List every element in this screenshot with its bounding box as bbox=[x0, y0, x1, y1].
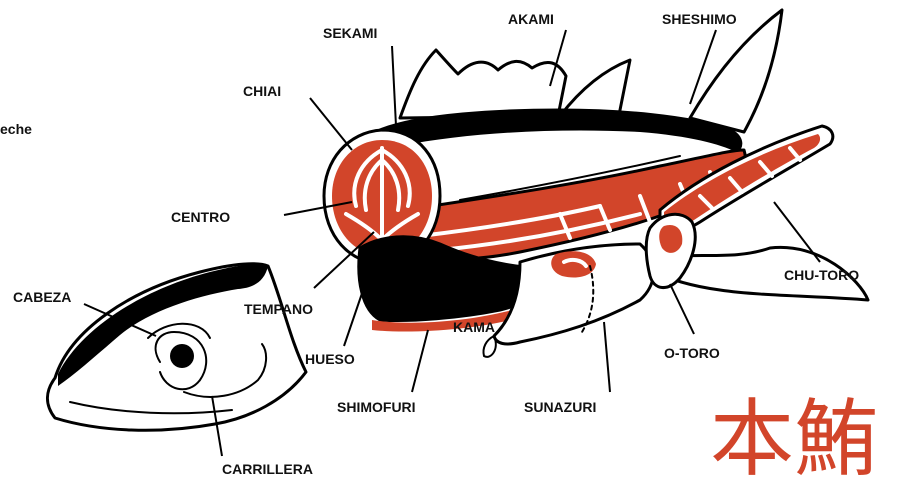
chiai-leader bbox=[310, 98, 352, 150]
shimofuri-leader bbox=[412, 330, 428, 392]
label-sekami: SEKAMI bbox=[323, 25, 377, 41]
label-hueso: HUESO bbox=[305, 351, 355, 367]
label-sunazuri: SUNAZURI bbox=[524, 399, 596, 415]
sunazuri-leader bbox=[604, 322, 610, 392]
otoro-leader bbox=[670, 284, 694, 334]
label-leche: eche bbox=[0, 121, 32, 137]
label-chiai: CHIAI bbox=[243, 83, 281, 99]
label-otoro: O-TORO bbox=[664, 345, 720, 361]
label-tempano: TEMPANO bbox=[244, 301, 313, 317]
body-section bbox=[324, 110, 833, 357]
label-sheshimo: SHESHIMO bbox=[662, 11, 737, 27]
label-centro: CENTRO bbox=[171, 209, 230, 225]
label-chutoro: CHU-TORO bbox=[784, 267, 859, 283]
sekami-leader bbox=[392, 46, 396, 126]
label-akami: AKAMI bbox=[508, 11, 554, 27]
label-kama: KAMA bbox=[453, 319, 495, 335]
title-kanji: 本鮪 bbox=[710, 390, 878, 478]
head-section bbox=[47, 264, 306, 430]
label-cabeza: CABEZA bbox=[13, 289, 71, 305]
label-carrillera: CARRILLERA bbox=[222, 461, 313, 477]
label-shimofuri: SHIMOFURI bbox=[337, 399, 416, 415]
